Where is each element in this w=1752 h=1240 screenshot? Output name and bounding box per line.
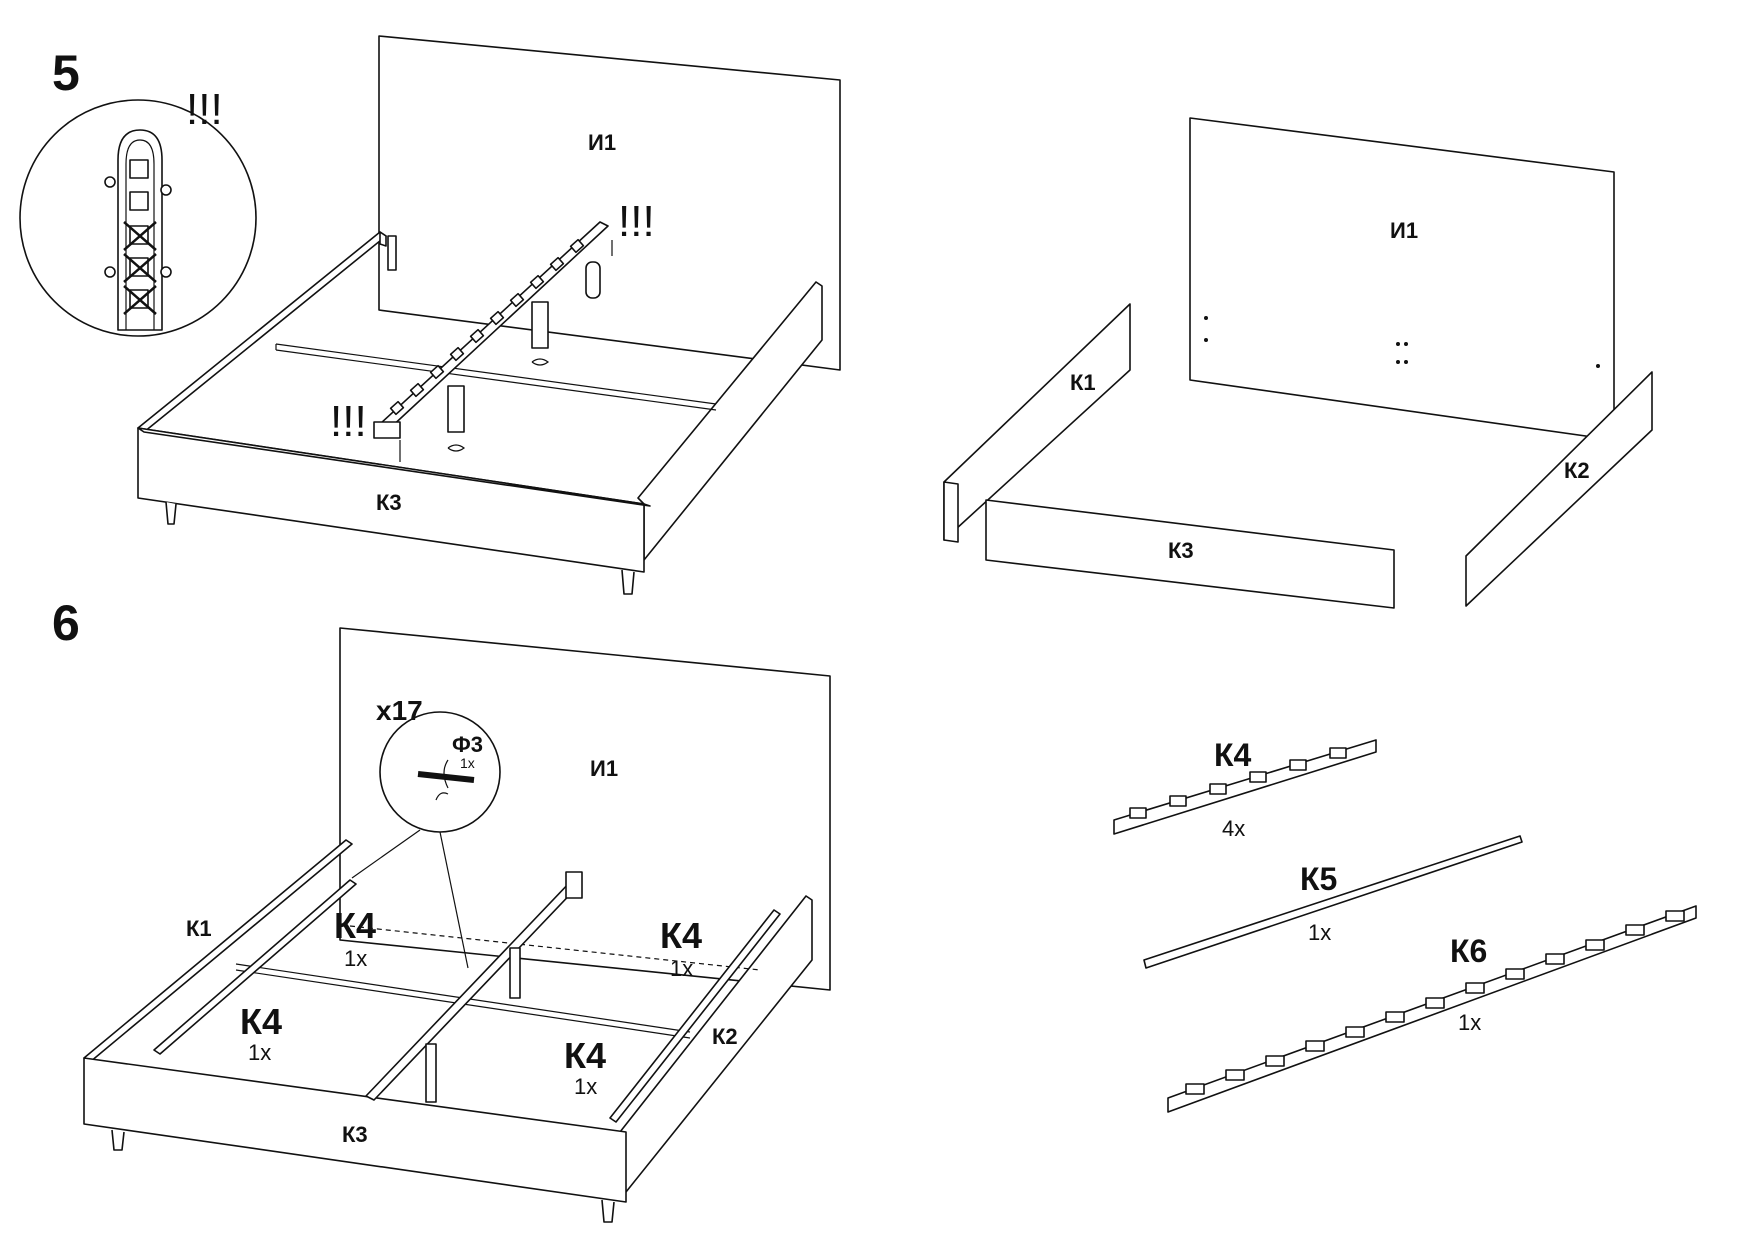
screw-hole	[104, 266, 116, 278]
step-6: 6 И1 x17 Ф3 1x К1 К2 К3	[52, 595, 831, 1223]
screw-zoom-circle	[351, 711, 501, 969]
cross-bar-hidden	[349, 925, 761, 971]
support-leg	[531, 301, 549, 349]
part-k5-label: К5	[1300, 861, 1337, 897]
front-rail-panel	[985, 499, 1395, 609]
bed-leg	[111, 1129, 125, 1151]
parts-list: К4 4x К5 1x К6 1x	[1113, 737, 1697, 1113]
part-k4-teeth	[1129, 747, 1347, 819]
right-rail-label: К2	[1564, 458, 1590, 483]
beam-end-bracket	[565, 871, 583, 899]
left-rail-label: К1	[1070, 370, 1096, 395]
part-k5-qty: 1x	[1308, 920, 1331, 945]
support-leg	[447, 385, 465, 433]
slat-labels: К4 1x К4 1x К4 1x К4 1x	[240, 905, 702, 1099]
bed-leg	[621, 569, 635, 595]
part-k5-bar	[1143, 835, 1523, 969]
bracket-inner	[125, 139, 155, 330]
screw-code: Ф3	[452, 732, 483, 757]
rail-bracket	[387, 235, 397, 271]
beam-end-bracket	[373, 421, 401, 439]
slat-rail	[609, 909, 781, 1123]
bed-leg	[165, 501, 177, 525]
left-rail-end	[943, 481, 959, 543]
front-rail-panel	[83, 1057, 627, 1203]
headboard-panel	[378, 35, 841, 371]
part-k6-label: К6	[1450, 933, 1487, 969]
bracket-zoom-circle	[19, 99, 257, 337]
zoom-circle	[379, 711, 501, 833]
zoom-pointer	[351, 829, 421, 879]
headboard-label: И1	[590, 756, 618, 781]
front-rail-label: К3	[376, 490, 402, 515]
front-rail-label: К3	[1168, 538, 1194, 563]
rotate-icon	[443, 759, 449, 789]
right-rail-panel	[1465, 371, 1653, 607]
slat-label: К4	[564, 1035, 606, 1076]
screw-hole	[160, 184, 172, 196]
bed-leg	[601, 1199, 615, 1223]
cross-bar	[275, 343, 717, 411]
cross-mark-3	[123, 285, 157, 315]
warning-mark: !!!	[618, 197, 655, 246]
left-rail-label: К1	[186, 916, 212, 941]
screw-hole	[104, 176, 116, 188]
zoom-pointer	[439, 831, 469, 969]
rotate-icon	[531, 358, 550, 366]
part-k6-teeth	[1185, 910, 1685, 1095]
step-number-6: 6	[52, 595, 80, 651]
support-leg	[425, 1043, 437, 1103]
slat-rail	[153, 879, 357, 1055]
bracket-slot-2	[129, 191, 149, 211]
screw-hole	[160, 266, 172, 278]
screw-qty: 1x	[460, 755, 475, 771]
slat-label: К4	[334, 905, 376, 946]
warning-mark: !!!	[186, 85, 223, 134]
part-k4-qty: 4x	[1222, 816, 1245, 841]
slat-label: К4	[660, 915, 702, 956]
part-k4-bar	[1113, 739, 1377, 835]
screw-count: x17	[376, 695, 423, 726]
right-rail-label: К2	[712, 1024, 738, 1049]
rotate-icon	[447, 444, 466, 452]
front-rail-top	[137, 427, 651, 507]
screw-body	[417, 771, 475, 783]
front-rail-label: К3	[342, 1122, 368, 1147]
part-k4-label: К4	[1214, 737, 1252, 773]
headboard-label: И1	[1390, 218, 1418, 243]
left-rail-top	[83, 839, 353, 1063]
headboard-panel	[1189, 117, 1615, 441]
support-leg	[509, 947, 521, 999]
step-number-5: 5	[52, 45, 80, 101]
bracket-slot-1	[129, 159, 149, 179]
part-k6-bar	[1167, 905, 1697, 1113]
slat-label: К4	[240, 1001, 282, 1042]
cross-mark-1	[123, 221, 157, 251]
slat-qty: 1x	[670, 956, 693, 981]
slat-qty: 1x	[344, 946, 367, 971]
left-rail-end	[379, 231, 387, 247]
bracket-plate-small	[585, 261, 601, 299]
cross-mark-2	[123, 253, 157, 283]
left-rail-panel	[943, 303, 1131, 541]
part-k6-qty: 1x	[1458, 1010, 1481, 1035]
slat-qty: 1x	[574, 1074, 597, 1099]
rotate-icon	[435, 792, 449, 801]
step-5: 5 !!! И1	[19, 35, 841, 595]
center-beam-teeth	[389, 238, 585, 416]
headboard-label: И1	[588, 130, 616, 155]
warning-mark: !!!	[330, 397, 367, 446]
parts-overview: И1 К1 К2 К3	[943, 117, 1653, 609]
slat-qty: 1x	[248, 1040, 271, 1065]
